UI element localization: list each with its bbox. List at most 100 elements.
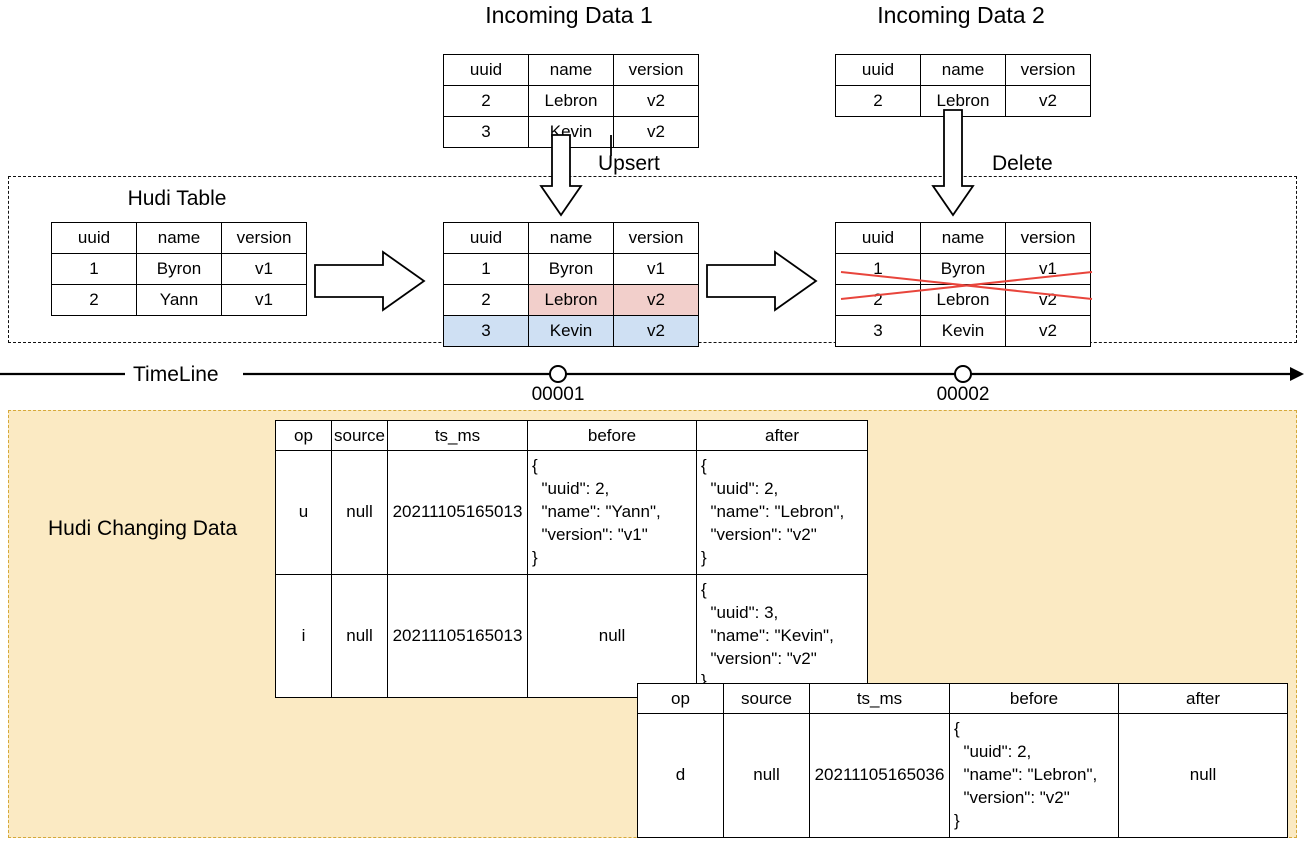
column-header-version: version — [1005, 222, 1091, 254]
cell-after: null — [1118, 713, 1288, 838]
timeline-tick-00002 — [954, 365, 972, 383]
cell-name: Byron — [528, 253, 614, 285]
timeline-arrowhead — [1290, 367, 1304, 381]
hudi-table-after-upsert: uuid name version 1 Byron v1 2 Lebron v2… — [443, 222, 699, 347]
cell-uuid: 2 — [835, 85, 921, 117]
cell-version: v2 — [1005, 85, 1091, 117]
column-header-before: before — [949, 683, 1119, 714]
table-header-row: uuid name version — [51, 222, 307, 254]
incoming-data-1-title: Incoming Data 1 — [485, 2, 653, 28]
column-header-version: version — [613, 54, 699, 86]
cell-before: null — [527, 573, 697, 699]
table-row: 3 Kevin v2 — [835, 315, 1091, 347]
column-header-name: name — [136, 222, 222, 254]
changelog-table-commit-00002: op source ts_ms before after d null 2021… — [637, 683, 1288, 838]
timeline-tick-label-00001: 00001 — [531, 384, 585, 405]
cell-name: Lebron — [920, 85, 1006, 117]
cell-ts-ms: 20211105165013 — [387, 450, 528, 575]
cell-uuid: 1 — [51, 253, 137, 285]
column-header-uuid: uuid — [835, 54, 921, 86]
cell-uuid: 2 — [443, 85, 529, 117]
column-header-version: version — [221, 222, 307, 254]
cell-uuid: 3 — [443, 116, 529, 148]
table-row: 2 Yann v1 — [51, 284, 307, 316]
column-header-source: source — [723, 683, 810, 714]
hudi-table-title: Hudi Table — [127, 187, 227, 210]
column-header-version: version — [1005, 54, 1091, 86]
incoming-data-1-table: uuid name version 2 Lebron v2 3 Kevin v2 — [443, 54, 699, 148]
table-row-inserted: 3 Kevin v2 — [443, 315, 699, 347]
cell-ts-ms: 20211105165013 — [387, 573, 528, 699]
column-header-op: op — [637, 683, 724, 714]
cell-source: null — [723, 713, 810, 838]
cell-name: Yann — [136, 284, 222, 316]
column-header-uuid: uuid — [443, 222, 529, 254]
cell-uuid: 3 — [443, 315, 529, 347]
hudi-changing-data-label: Hudi Changing Data — [48, 517, 238, 540]
cell-uuid: 2 — [51, 284, 137, 316]
table-header-row: uuid name version — [443, 54, 699, 86]
delete-edge-label: Delete — [992, 152, 1053, 175]
column-header-source: source — [331, 420, 388, 451]
column-header-name: name — [528, 222, 614, 254]
table-row-deleted: 2 Lebron v2 — [835, 284, 1091, 316]
table-row: 1 Byron v1 — [51, 253, 307, 285]
column-header-version: version — [613, 222, 699, 254]
hudi-table-after-delete: uuid name version 1 Byron v1 2 Lebron v2… — [835, 222, 1091, 347]
cell-source: null — [331, 450, 388, 575]
cell-before: { "uuid": 2, "name": "Yann", "version": … — [527, 450, 697, 575]
column-header-name: name — [920, 222, 1006, 254]
cell-uuid: 2 — [443, 284, 529, 316]
cell-uuid: 3 — [835, 315, 921, 347]
cell-after: { "uuid": 2, "name": "Lebron", "version"… — [696, 450, 868, 575]
table-header-row: uuid name version — [835, 222, 1091, 254]
cell-name: Kevin — [920, 315, 1006, 347]
table-row: 1 Byron v1 — [835, 253, 1091, 285]
column-header-uuid: uuid — [835, 222, 921, 254]
cell-version: v2 — [1005, 284, 1091, 316]
cell-version: v2 — [613, 315, 699, 347]
column-header-name: name — [528, 54, 614, 86]
cell-name: Byron — [920, 253, 1006, 285]
cell-source: null — [331, 573, 388, 699]
timeline-tick-00001 — [549, 365, 567, 383]
column-header-op: op — [275, 420, 332, 451]
cell-name: Lebron — [920, 284, 1006, 316]
cell-op: u — [275, 450, 332, 575]
table-header-row: uuid name version — [835, 54, 1091, 86]
hudi-table-initial: uuid name version 1 Byron v1 2 Yann v1 — [51, 222, 307, 316]
cell-after: { "uuid": 3, "name": "Kevin", "version":… — [696, 573, 868, 699]
column-header-uuid: uuid — [51, 222, 137, 254]
cell-version: v2 — [1005, 315, 1091, 347]
cell-name: Byron — [136, 253, 222, 285]
cell-version: v1 — [1005, 253, 1091, 285]
table-row: 3 Kevin v2 — [443, 116, 699, 148]
table-header-row: uuid name version — [443, 222, 699, 254]
timeline-label: TimeLine — [133, 363, 219, 386]
table-row: 1 Byron v1 — [443, 253, 699, 285]
column-header-before: before — [527, 420, 697, 451]
cell-name: Lebron — [528, 85, 614, 117]
cell-uuid: 1 — [835, 253, 921, 285]
cell-uuid: 1 — [443, 253, 529, 285]
cell-name: Kevin — [528, 315, 614, 347]
cell-op: i — [275, 573, 332, 699]
cell-name: Lebron — [528, 284, 614, 316]
table-row: 2 Lebron v2 — [443, 85, 699, 117]
column-header-ts-ms: ts_ms — [809, 683, 950, 714]
cell-name: Kevin — [528, 116, 614, 148]
column-header-after: after — [696, 420, 868, 451]
cell-version: v1 — [613, 253, 699, 285]
changelog-table-commit-00001: op source ts_ms before after u null 2021… — [275, 420, 868, 699]
cell-before: { "uuid": 2, "name": "Lebron", "version"… — [949, 713, 1119, 838]
column-header-after: after — [1118, 683, 1288, 714]
changelog-row: i null 20211105165013 null { "uuid": 3, … — [275, 573, 868, 699]
column-header-uuid: uuid — [443, 54, 529, 86]
column-header-ts-ms: ts_ms — [387, 420, 528, 451]
cell-ts-ms: 20211105165036 — [809, 713, 950, 838]
column-header-name: name — [920, 54, 1006, 86]
table-header-row: op source ts_ms before after — [275, 420, 868, 451]
cell-version: v2 — [613, 116, 699, 148]
table-row-updated: 2 Lebron v2 — [443, 284, 699, 316]
cell-op: d — [637, 713, 724, 838]
